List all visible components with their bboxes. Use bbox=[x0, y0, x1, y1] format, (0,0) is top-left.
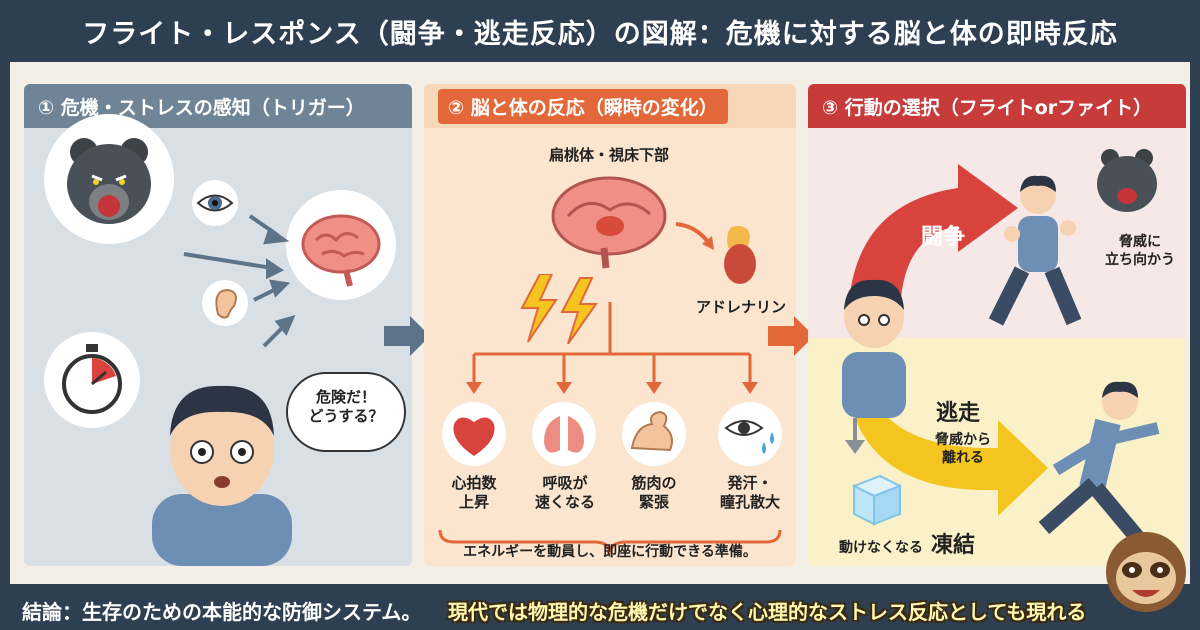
panel-action: ③ 行動の選択（フライトorファイト） 闘争 脅威に 立ち向かう 逃走 脅威から… bbox=[808, 84, 1186, 566]
heart-circle bbox=[442, 402, 506, 466]
diagram-canvas: ① 危機・ストレスの感知（トリガー） bbox=[10, 62, 1190, 584]
freeze-desc: 動けなくなる bbox=[839, 540, 923, 556]
adrenaline-arrow bbox=[675, 222, 714, 250]
ear-circle bbox=[202, 280, 248, 326]
ice-cube-icon bbox=[851, 474, 903, 526]
brain-region-label: 扁桃体・視床下部 bbox=[548, 146, 669, 164]
footer-bar bbox=[0, 584, 1200, 630]
heart-icon bbox=[453, 417, 495, 456]
adrenaline-label: アドレナリン bbox=[695, 298, 786, 316]
bear-circle bbox=[44, 114, 174, 244]
lightning-icon bbox=[520, 274, 598, 344]
eye-icon bbox=[196, 194, 234, 212]
input-arrows bbox=[183, 214, 296, 348]
eye-circle bbox=[192, 180, 238, 226]
fight-desc: 脅威に 立ち向かう bbox=[1105, 234, 1175, 268]
page-title: フライト・レスポンス（闘争・逃走反応）の図解：危機に対する脳と体の即時反応 bbox=[0, 0, 1200, 62]
adrenal-gland-icon bbox=[724, 225, 756, 284]
effect-lungs-label: 呼吸が 速くなる bbox=[534, 474, 595, 511]
brain-circle bbox=[286, 190, 396, 300]
flight-desc: 脅威から 離れる bbox=[935, 432, 991, 466]
fighting-person bbox=[988, 175, 1082, 326]
freeze-title: 凍結 bbox=[930, 533, 975, 558]
stopwatch-icon bbox=[62, 344, 122, 414]
flow-arrow-1 bbox=[384, 316, 430, 356]
conclusion-text: 結論：生存のための本能的な防御システム。 bbox=[22, 600, 422, 624]
down-arrow bbox=[845, 418, 865, 454]
fight-title: 闘争 bbox=[920, 225, 965, 250]
panel-action-heading: ③ 行動の選択（フライトorファイト） bbox=[808, 84, 1186, 128]
effect-heart-label: 心拍数 上昇 bbox=[451, 474, 497, 511]
sweat-eye-icon bbox=[724, 420, 774, 454]
effect-muscle-label: 筋肉の 緊張 bbox=[631, 474, 677, 511]
lungs-icon bbox=[544, 416, 584, 453]
muscle-icon bbox=[630, 410, 673, 452]
frightened-person bbox=[842, 279, 906, 418]
flow-arrow-2 bbox=[768, 316, 814, 356]
body-change-summary: エネルギーを動員し、即座に行動できる準備。 bbox=[463, 544, 757, 560]
brain-section-icon bbox=[551, 176, 667, 269]
running-person bbox=[1038, 381, 1160, 554]
flight-title: 逃走 bbox=[935, 401, 980, 426]
brain-icon bbox=[301, 214, 381, 287]
lungs-circle bbox=[532, 402, 596, 466]
panel-perception: ① 危機・ストレスの感知（トリガー） bbox=[24, 84, 412, 566]
panel-body-change-heading-text: ② 脳と体の反応（瞬時の変化） bbox=[438, 88, 728, 124]
speech-text: 危険だ！ どうする？ bbox=[308, 388, 384, 425]
effect-sweat-label: 発汗・ 瞳孔散大 bbox=[719, 474, 780, 511]
panel-body-change: ② 脳と体の反応（瞬時の変化） 扁桃体・視床下部 アドレナリン bbox=[424, 84, 796, 566]
bear-small-icon bbox=[1097, 149, 1157, 212]
sweat-eye-circle bbox=[718, 402, 782, 466]
panel-body-change-heading: ② 脳と体の反応（瞬時の変化） bbox=[424, 84, 796, 128]
effect-branches bbox=[438, 302, 782, 555]
speech-bubble bbox=[286, 372, 406, 452]
muscle-circle bbox=[622, 402, 686, 466]
stopwatch-circle bbox=[44, 332, 140, 428]
note-text: 現代では物理的な危機だけでなく心理的なストレス反応としても現れる bbox=[448, 600, 1087, 624]
bear-icon bbox=[67, 138, 151, 224]
ear-icon bbox=[215, 288, 237, 319]
worried-person bbox=[152, 385, 292, 566]
sloth-mascot-icon bbox=[1106, 532, 1186, 612]
